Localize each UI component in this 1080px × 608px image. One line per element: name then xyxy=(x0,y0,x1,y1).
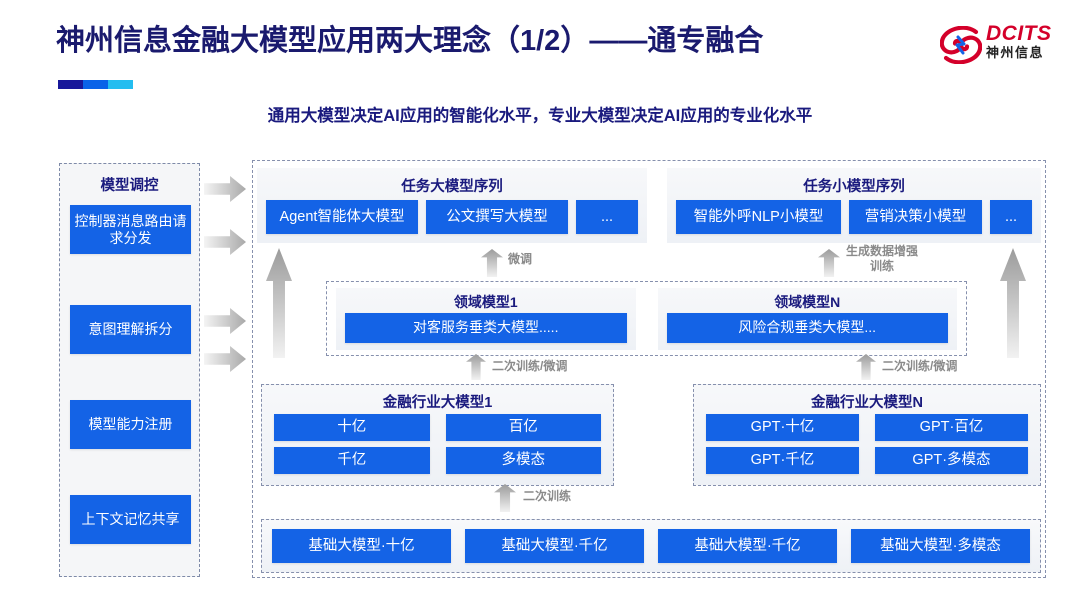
industry-model-1: 金融行业大模型1 十亿 百亿 千亿 多模态 xyxy=(261,384,614,486)
domain-model-n-item[interactable]: 风险合规垂类大模型... xyxy=(666,312,948,343)
arrow-label-data-aug: 生成数据增强 训练 xyxy=(846,244,918,274)
domain-model-1: 领域模型1 对客服务垂类大模型..... xyxy=(336,287,636,350)
task-large-sequence-title: 任务大模型序列 xyxy=(401,179,503,195)
underline-segment-blue xyxy=(82,80,109,89)
arrow-right-icon-2 xyxy=(204,229,246,255)
industry-model-n-item-3[interactable]: GPT·千亿 xyxy=(706,447,859,474)
task-large-sequence-items: Agent智能体大模型 公文撰写大模型 ... xyxy=(266,200,638,234)
underline-segment-navy xyxy=(58,80,83,89)
industry-model-n-title: 金融行业大模型N xyxy=(811,395,923,411)
industry-model-1-item-4[interactable]: 多模态 xyxy=(445,447,601,474)
task-small-model-sequence: 任务小模型序列 智能外呼NLP小模型 营销决策小模型 ... xyxy=(667,168,1041,243)
logo-text-cn: 神州信息 xyxy=(986,45,1045,60)
task-small-item-marketing[interactable]: 营销决策小模型 xyxy=(849,200,982,234)
industry-model-1-items: 十亿 百亿 千亿 多模态 xyxy=(274,414,601,474)
logo-text-en: DCITS xyxy=(986,22,1052,45)
arrow-label-finetune: 微调 xyxy=(508,252,533,266)
industry-model-n-items: GPT·十亿 GPT·百亿 GPT·千亿 GPT·多模态 xyxy=(706,414,1028,474)
domain-model-1-item[interactable]: 对客服务垂类大模型..... xyxy=(345,312,627,343)
arrow-label-retrain-finetune-right: 二次训练/微调 xyxy=(882,359,958,373)
dcits-swirl-icon xyxy=(940,26,982,64)
arrow-label-retrain-finetune-left: 二次训练/微调 xyxy=(492,359,568,373)
arrow-right-icon-3 xyxy=(204,308,246,334)
base-model-item-4[interactable]: 基础大模型·多模态 xyxy=(851,529,1030,563)
company-logo: DCITS 神州信息 xyxy=(940,22,1062,72)
industry-model-n-item-2[interactable]: GPT·百亿 xyxy=(875,414,1028,441)
architecture-container xyxy=(252,160,1046,578)
page-subtitle: 通用大模型决定AI应用的智能化水平，专业大模型决定AI应用的专业化水平 xyxy=(267,107,813,125)
control-item-registry[interactable]: 模型能力注册 xyxy=(70,400,191,449)
control-item-router[interactable]: 控制器消息路由请求分发 xyxy=(70,205,191,254)
industry-model-1-title: 金融行业大模型1 xyxy=(382,395,493,411)
title-underline-bar xyxy=(58,80,133,89)
control-item-context[interactable]: 上下文记忆共享 xyxy=(70,495,191,544)
task-large-item-more[interactable]: ... xyxy=(576,200,638,234)
control-item-intent[interactable]: 意图理解拆分 xyxy=(70,305,191,354)
base-model-band: 基础大模型·十亿 基础大模型·千亿 基础大模型·千亿 基础大模型·多模态 xyxy=(261,519,1041,573)
task-large-model-sequence: 任务大模型序列 Agent智能体大模型 公文撰写大模型 ... xyxy=(257,168,647,243)
domain-model-band: 领域模型1 对客服务垂类大模型..... 领域模型N 风险合规垂类大模型... xyxy=(326,281,967,356)
task-large-item-doc[interactable]: 公文撰写大模型 xyxy=(426,200,568,234)
arrow-label-data-aug-line1: 生成数据增强 xyxy=(846,244,919,258)
task-small-sequence-title: 任务小模型序列 xyxy=(803,179,905,195)
task-small-item-nlp[interactable]: 智能外呼NLP小模型 xyxy=(676,200,841,234)
logo-wordmark: DCITS 神州信息 xyxy=(986,22,1052,61)
model-control-title: 模型调控 xyxy=(100,178,159,194)
arrow-right-icon-1 xyxy=(204,176,246,202)
underline-segment-cyan xyxy=(108,80,133,89)
domain-model-1-title: 领域模型1 xyxy=(453,293,518,310)
industry-model-1-item-2[interactable]: 百亿 xyxy=(445,414,601,441)
page-title: 神州信息金融大模型应用两大理念（1/2）——通专融合 xyxy=(56,25,764,57)
industry-model-1-item-3[interactable]: 千亿 xyxy=(274,447,430,474)
industry-model-n-item-1[interactable]: GPT·十亿 xyxy=(706,414,859,441)
arrow-label-data-aug-line2: 训练 xyxy=(870,259,895,273)
industry-model-1-item-1[interactable]: 十亿 xyxy=(274,414,430,441)
task-small-sequence-items: 智能外呼NLP小模型 营销决策小模型 ... xyxy=(676,200,1032,234)
domain-model-n: 领域模型N 风险合规垂类大模型... xyxy=(657,287,957,350)
base-model-item-1[interactable]: 基础大模型·十亿 xyxy=(272,529,451,563)
arrow-label-retrain: 二次训练 xyxy=(523,489,572,503)
domain-model-n-title: 领域模型N xyxy=(774,293,841,310)
arrow-right-icon-4 xyxy=(204,346,246,372)
industry-model-n-item-4[interactable]: GPT·多模态 xyxy=(875,447,1028,474)
industry-model-n: 金融行业大模型N GPT·十亿 GPT·百亿 GPT·千亿 GPT·多模态 xyxy=(693,384,1041,486)
task-small-item-more[interactable]: ... xyxy=(990,200,1032,234)
base-model-item-2[interactable]: 基础大模型·千亿 xyxy=(465,529,644,563)
task-large-item-agent[interactable]: Agent智能体大模型 xyxy=(266,200,418,234)
base-model-item-3[interactable]: 基础大模型·千亿 xyxy=(658,529,837,563)
model-control-panel: 模型调控 控制器消息路由请求分发 意图理解拆分 模型能力注册 上下文记忆共享 xyxy=(59,163,200,577)
